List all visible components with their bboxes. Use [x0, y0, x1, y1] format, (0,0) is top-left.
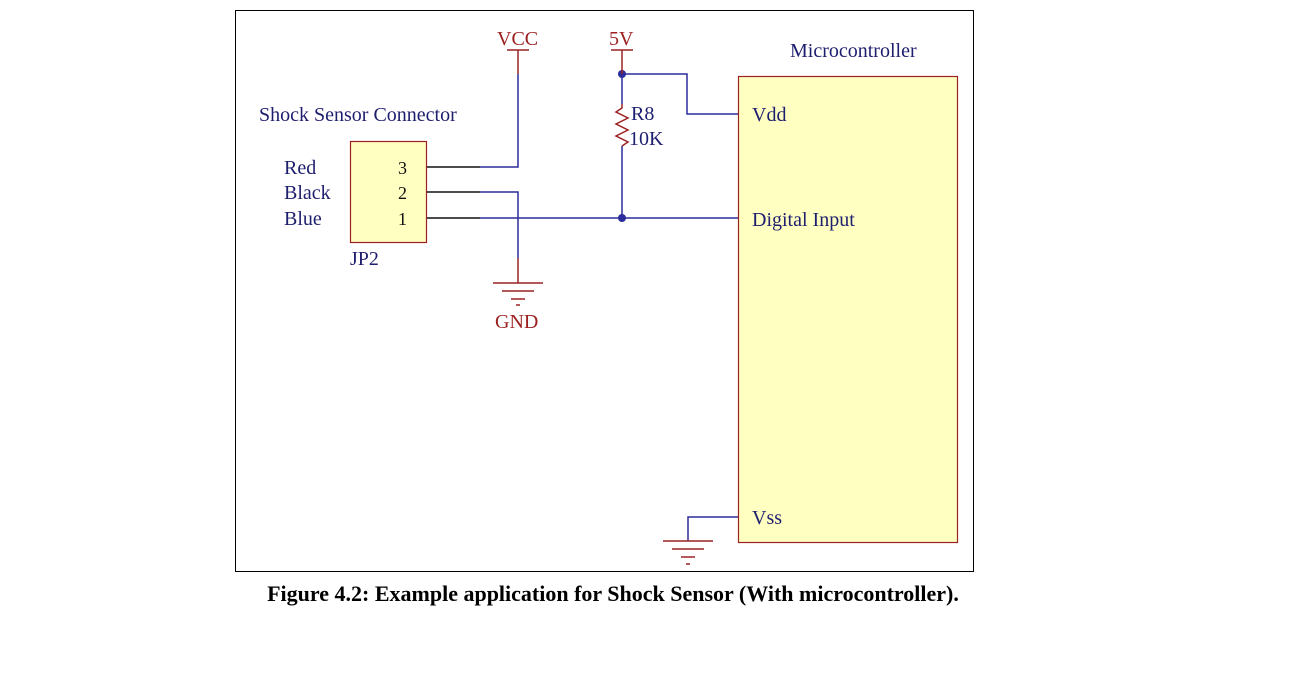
microcontroller-title: Microcontroller — [790, 40, 917, 62]
vcc-label: VCC — [497, 28, 538, 50]
connector-designator: JP2 — [350, 248, 379, 270]
pin-label-vdd: Vdd — [752, 104, 786, 126]
five-volt-label: 5V — [609, 28, 634, 50]
pin-label-vss: Vss — [752, 507, 782, 529]
connector-pin-1: 1 — [398, 209, 407, 229]
connector-wire-label-red: Red — [284, 157, 316, 179]
wire-vss — [687, 516, 738, 541]
connector-wire-label-black: Black — [284, 182, 331, 204]
figure-caption: Figure 4.2: Example application for Shoc… — [267, 581, 959, 606]
connector-wire-label-blue: Blue — [284, 208, 322, 230]
five-volt-symbol — [611, 49, 633, 74]
wires — [480, 73, 738, 541]
junction-dot-input — [618, 214, 626, 222]
resistor-value: 10K — [629, 128, 664, 150]
connector-body — [349, 140, 428, 244]
pin-label-digital-input: Digital Input — [752, 209, 855, 231]
resistor-symbol — [614, 104, 630, 147]
connector-pin-stubs — [427, 166, 480, 219]
wire-vcc — [480, 74, 519, 168]
wire-gnd — [480, 191, 519, 258]
connector-pin-2: 2 — [398, 183, 407, 203]
resistor-designator: R8 — [631, 103, 654, 125]
connector-pin-3: 3 — [398, 158, 407, 178]
wire-vdd — [622, 73, 738, 115]
vss-ground-symbol — [663, 540, 713, 565]
vcc-symbol — [507, 49, 529, 74]
microcontroller-body — [737, 75, 959, 544]
gnd-label: GND — [495, 311, 538, 333]
gnd-symbol — [493, 258, 543, 306]
connector-title: Shock Sensor Connector — [259, 104, 457, 126]
